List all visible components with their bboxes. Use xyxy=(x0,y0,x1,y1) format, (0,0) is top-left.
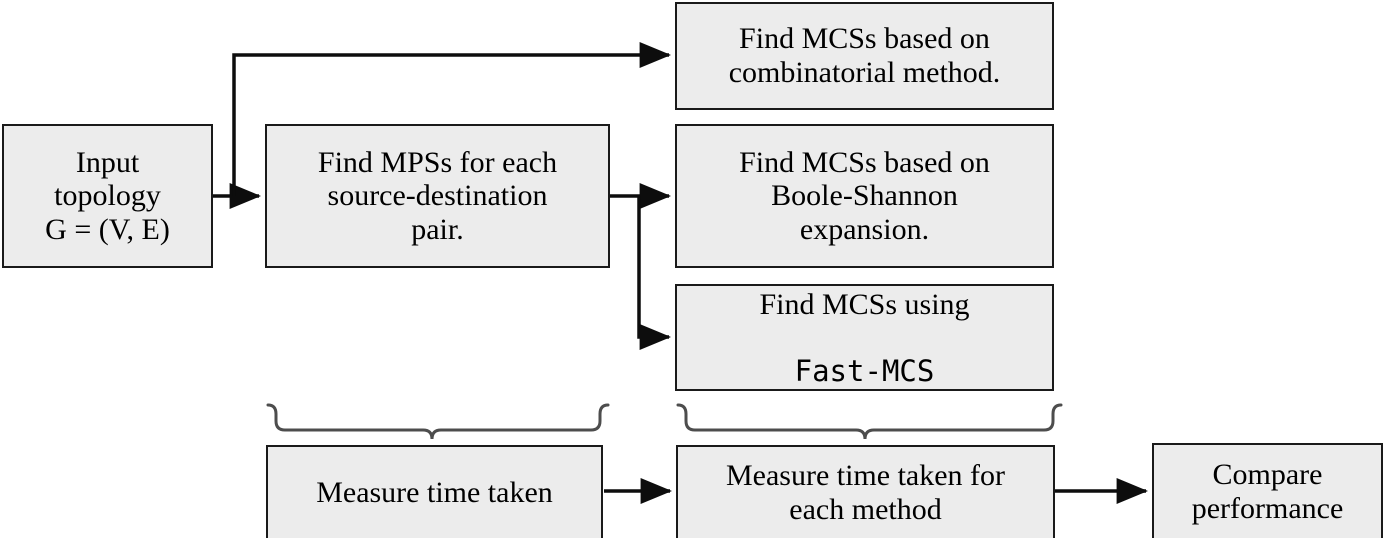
node-input-topology[interactable]: Input topology G = (V, E) xyxy=(2,124,213,268)
node-mcs-boole-shannon-label: Find MCSs based on Boole-Shannon expansi… xyxy=(739,145,990,246)
node-mcs-fast-line2: Fast-MCS xyxy=(794,353,935,388)
node-find-mps-label: Find MPSs for each source-destination pa… xyxy=(317,145,558,246)
node-find-mps[interactable]: Find MPSs for each source-destination pa… xyxy=(265,124,610,268)
node-measure-time-label: Measure time taken xyxy=(316,475,553,509)
node-measure-time[interactable]: Measure time taken xyxy=(266,445,603,538)
brace-over-measure-time-each-method xyxy=(676,403,1063,440)
node-mcs-combinatorial-label: Find MCSs based on combinatorial method. xyxy=(728,22,1001,89)
node-mcs-fast[interactable]: Find MCSs using Fast-MCS xyxy=(675,284,1054,391)
node-mcs-boole-shannon[interactable]: Find MCSs based on Boole-Shannon expansi… xyxy=(675,124,1054,268)
node-mcs-combinatorial[interactable]: Find MCSs based on combinatorial method. xyxy=(675,2,1054,110)
node-mcs-fast-label: Find MCSs using Fast-MCS xyxy=(759,254,969,421)
node-compare-performance-label: Compare performance xyxy=(1191,457,1344,525)
node-input-topology-label: Input topology G = (V, E) xyxy=(45,145,170,246)
node-measure-time-each-method[interactable]: Measure time taken for each method xyxy=(676,445,1055,538)
brace-over-measure-time xyxy=(266,403,610,440)
node-compare-performance[interactable]: Compare performance xyxy=(1152,443,1383,538)
node-measure-time-each-method-label: Measure time taken for each method xyxy=(725,458,1006,526)
node-mcs-fast-line1: Find MCSs using xyxy=(759,287,970,321)
